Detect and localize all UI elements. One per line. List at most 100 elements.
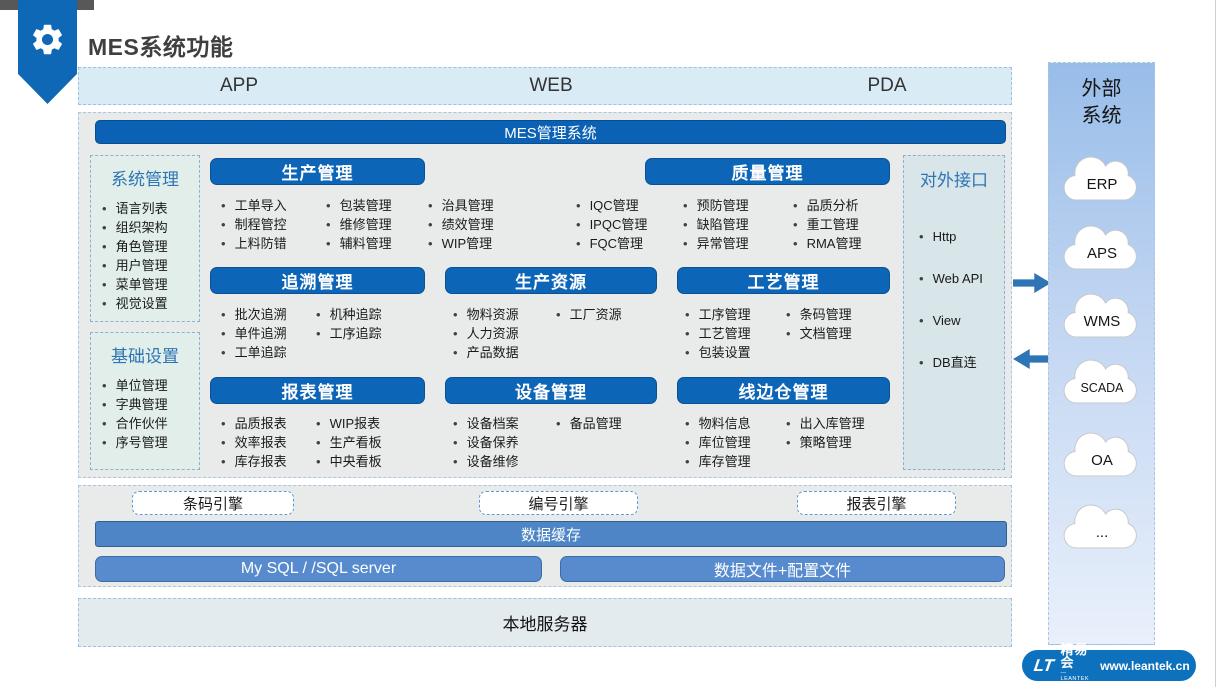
quality-col-3: 品质分析 重工管理 RMA管理: [793, 196, 862, 253]
cloud-oa: OA: [1057, 429, 1147, 485]
list-item: 策略管理: [786, 433, 865, 452]
list-item: 重工管理: [793, 215, 861, 234]
cloud-icon: [1063, 225, 1137, 270]
brand-footer: LT 精易会 — LEANTEK — www.leantek.cn: [1022, 643, 1196, 687]
trace-col-1: 批次追溯 单件追溯 工单追踪: [221, 305, 287, 362]
lineside-col-2: 出入库管理 策略管理: [786, 414, 865, 452]
list-item: 缺陷管理: [683, 215, 749, 234]
list-item: IQC管理: [576, 196, 647, 215]
list-item: 组织架构: [102, 218, 199, 237]
list-item: 物料信息: [685, 414, 751, 433]
list-item: 包装设置: [685, 343, 751, 362]
module-header-production: 生产管理: [210, 158, 425, 185]
list-item: 品质报表: [221, 414, 287, 433]
external-systems-title: 外部 系统: [1049, 76, 1154, 130]
module-header-resources: 生产资源: [445, 267, 657, 294]
cloud-icon: [1063, 432, 1137, 477]
list-item: 上料防错: [221, 234, 287, 253]
basic-settings-title: 基础设置: [111, 347, 179, 366]
list-item: WIP报表: [316, 414, 382, 433]
leantek-logo: LT: [1032, 655, 1055, 675]
report-engine-box: 报表引擎: [797, 491, 956, 515]
reports-col-2: WIP报表 生产看板 中央看板: [316, 414, 382, 471]
list-item: 效率报表: [221, 433, 287, 452]
reports-col-1: 品质报表 效率报表 库存报表: [221, 414, 287, 471]
list-item: 工序管理: [685, 305, 751, 324]
trace-col-2: 机种追踪 工序追踪: [316, 305, 382, 343]
list-item: 工艺管理: [685, 324, 751, 343]
list-item: 用户管理: [102, 256, 199, 275]
list-item: 出入库管理: [786, 414, 865, 433]
client-web-label: WEB: [529, 75, 573, 96]
external-systems-title-line1: 外部: [1081, 78, 1122, 100]
list-item: 语言列表: [102, 199, 199, 218]
basic-settings-list: 单位管理 字典管理 合作伙伴 序号管理: [91, 376, 199, 452]
list-item: 维修管理: [326, 215, 392, 234]
barcode-engine-box: 条码引擎: [132, 491, 294, 515]
lineside-col-1: 物料信息 库位管理 库存管理: [685, 414, 751, 471]
arrow-left-icon: [1013, 349, 1051, 369]
brand-name-block: 精易会 — LEANTEK —: [1061, 643, 1090, 688]
local-server-bar: 本地服务器: [78, 598, 1012, 647]
list-item: Http: [919, 227, 1004, 247]
list-item: 制程管控: [221, 215, 287, 234]
list-item: 设备维修: [453, 452, 519, 471]
system-management-title: 系统管理: [111, 170, 179, 189]
list-item: 单件追溯: [221, 324, 287, 343]
list-item: WIP管理: [428, 234, 494, 253]
list-item: 包装管理: [326, 196, 392, 215]
list-item: 辅料管理: [326, 234, 392, 253]
cloud-label: SCADA: [1080, 381, 1124, 395]
quality-col-2: 预防管理 缺陷管理 异常管理: [683, 196, 749, 253]
cloud-label: ERP: [1086, 176, 1118, 193]
cloud-label: APS: [1086, 245, 1117, 262]
list-item: View: [919, 311, 1004, 331]
list-item: Web API: [919, 269, 1004, 289]
process-col-1: 工序管理 工艺管理 包装设置: [685, 305, 751, 362]
list-item: 工厂资源: [556, 305, 622, 324]
list-item: RMA管理: [793, 234, 862, 253]
production-col-3: 治具管理 绩效管理 WIP管理: [428, 196, 494, 253]
mes-system-header: MES管理系统: [95, 120, 1006, 144]
datafile-bar: 数据文件+配置文件: [560, 556, 1005, 582]
cloud-label: ...: [1095, 524, 1109, 541]
list-item: 机种追踪: [316, 305, 382, 324]
page-title: MES系统功能: [88, 34, 234, 60]
list-item: FQC管理: [576, 234, 647, 253]
list-item: 产品数据: [453, 343, 519, 362]
cloud-label: WMS: [1083, 313, 1121, 330]
brand-subtitle: — LEANTEK —: [1060, 670, 1090, 688]
gear-icon: [33, 24, 62, 55]
list-item: 中央看板: [316, 452, 382, 471]
module-header-equipment: 设备管理: [445, 377, 657, 404]
cloud-erp: ERP: [1057, 153, 1147, 209]
data-cache-bar: 数据缓存: [95, 521, 1007, 547]
resources-col-1: 物料资源 人力资源 产品数据: [453, 305, 519, 362]
brand-url: www.leantek.cn: [1100, 658, 1190, 673]
brand-name: 精易会: [1060, 642, 1089, 671]
list-item: 设备档案: [453, 414, 519, 433]
system-management-box: 系统管理 语言列表 组织架构 角色管理 用户管理 菜单管理 视觉设置: [90, 155, 200, 322]
list-item: 视觉设置: [102, 294, 199, 313]
cloud-icon: [1063, 293, 1137, 338]
list-item: 库存报表: [221, 452, 287, 471]
list-item: 工单导入: [221, 196, 287, 215]
process-col-2: 条码管理 文档管理: [786, 305, 852, 343]
arrow-right-icon: [1013, 273, 1051, 293]
external-systems-panel: 外部 系统 ERP APS WMS SCADA OA ...: [1048, 62, 1155, 645]
list-item: 字典管理: [102, 395, 199, 414]
list-item: 批次追溯: [221, 305, 287, 324]
list-item: 工单追踪: [221, 343, 287, 362]
list-item: 物料资源: [453, 305, 519, 324]
database-bar: My SQL / /SQL server: [95, 556, 542, 582]
list-item: 生产看板: [316, 433, 382, 452]
cloud-wms: WMS: [1057, 290, 1147, 346]
list-item: 合作伙伴: [102, 414, 199, 433]
cloud-more: ...: [1057, 501, 1147, 557]
list-item: DB直连: [919, 353, 1004, 373]
cloud-aps: APS: [1057, 222, 1147, 278]
list-item: 单位管理: [102, 376, 199, 395]
client-app-label: APP: [219, 75, 259, 96]
external-interface-title: 对外接口: [920, 171, 988, 190]
resources-col-2: 工厂资源: [556, 305, 622, 324]
